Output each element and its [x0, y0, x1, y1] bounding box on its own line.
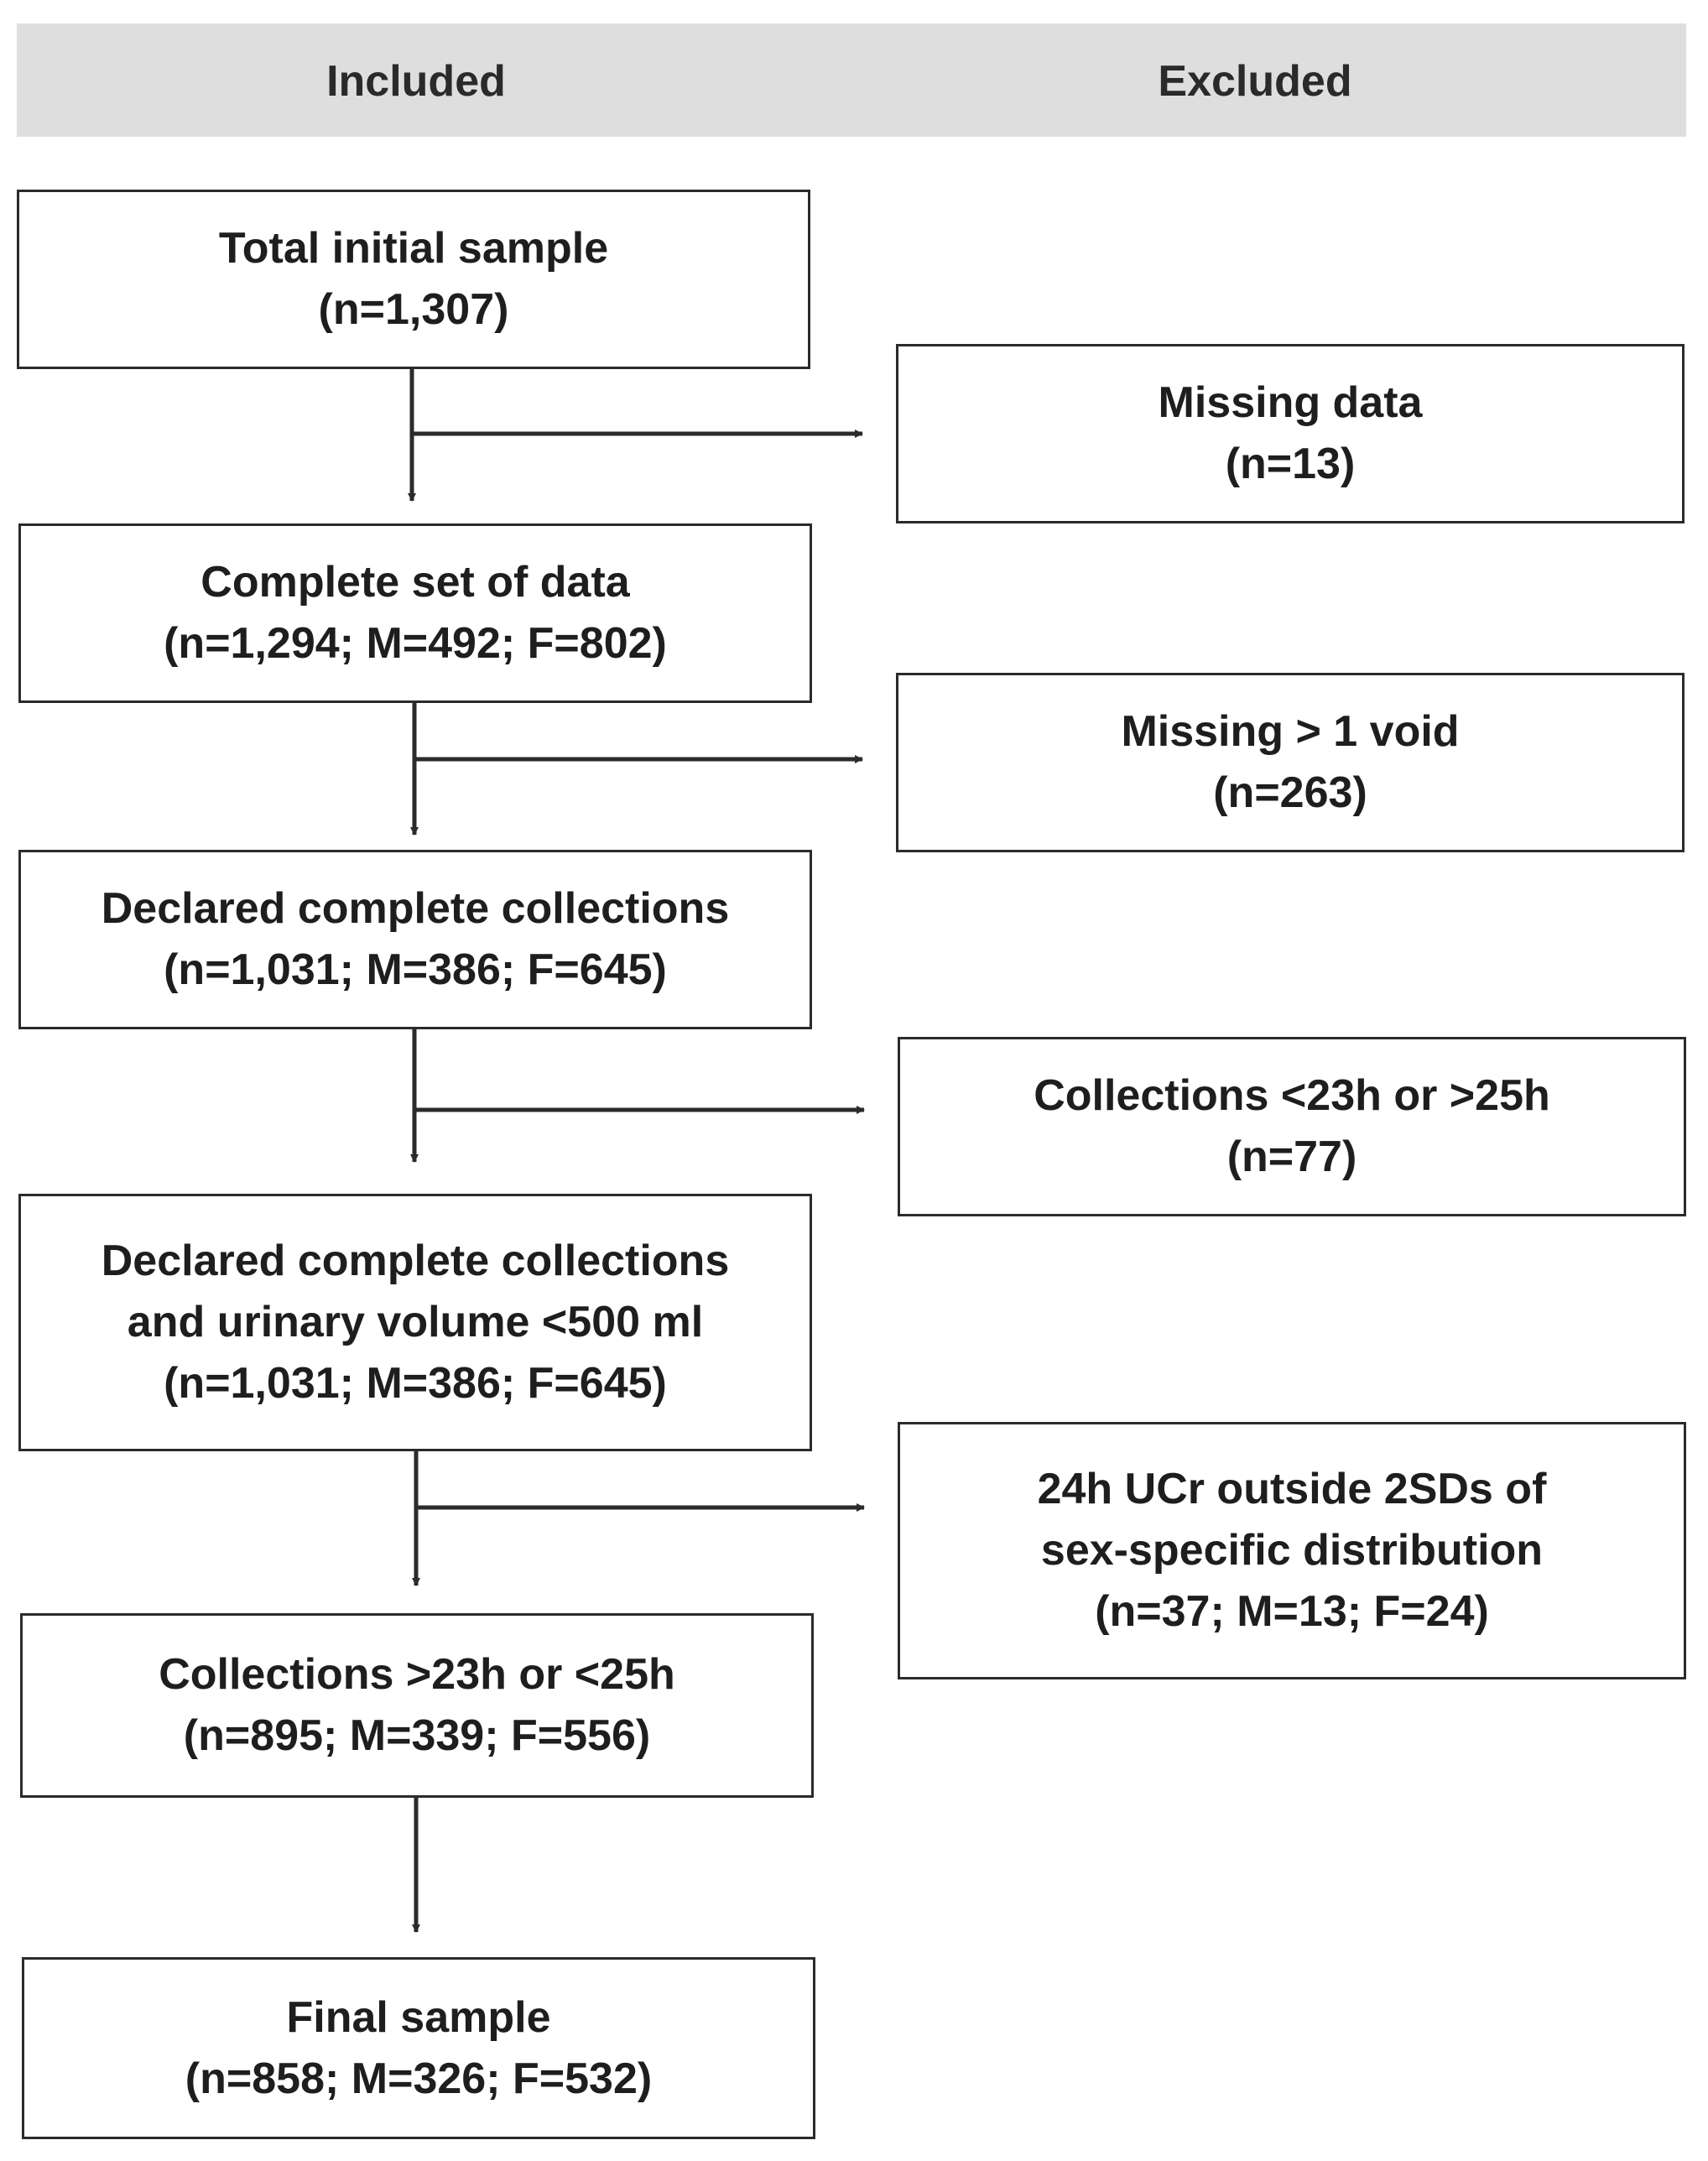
box-line: (n=1,031; M=386; F=645) [164, 945, 667, 994]
box-line: (n=895; M=339; F=556) [183, 1711, 651, 1760]
box-excluded-missing-void: Missing > 1 void (n=263) [896, 673, 1685, 852]
box-collections-23-25h: Collections >23h or <25h (n=895; M=339; … [20, 1613, 814, 1798]
box-line: Final sample [286, 1992, 551, 2042]
box-line: Collections <23h or >25h [1034, 1071, 1550, 1120]
box-excluded-collections-duration: Collections <23h or >25h (n=77) [898, 1037, 1686, 1216]
box-line: (n=1,294; M=492; F=802) [164, 619, 667, 668]
box-line: Total initial sample [218, 224, 609, 273]
excluded-column-header: Excluded [1158, 57, 1352, 106]
box-excluded-ucr-outside-2sd: 24h UCr outside 2SDs of sex-specific dis… [898, 1422, 1686, 1679]
box-declared-complete-collections: Declared complete collections (n=1,031; … [18, 850, 812, 1029]
box-line: sex-specific distribution [1040, 1526, 1544, 1575]
box-line: and urinary volume <500 ml [127, 1298, 704, 1346]
included-column-header: Included [326, 57, 506, 106]
box-line: Collections >23h or <25h [159, 1650, 675, 1699]
box-line: (n=13) [1225, 440, 1356, 488]
box-line: (n=858; M=326; F=532) [185, 2054, 653, 2103]
column-header-band [17, 23, 1686, 137]
box-line: (n=77) [1226, 1133, 1357, 1181]
box-line: (n=1,031; M=386; F=645) [164, 1359, 667, 1408]
box-line: Declared complete collections [101, 1237, 730, 1285]
box-line: (n=1,307) [318, 285, 509, 334]
box-line: 24h UCr outside 2SDs of [1037, 1465, 1547, 1513]
box-line: (n=37; M=13; F=24) [1095, 1587, 1489, 1636]
box-line: Declared complete collections [101, 884, 730, 933]
box-declared-complete-and-volume: Declared complete collections and urinar… [18, 1194, 812, 1451]
box-line: Missing > 1 void [1121, 707, 1460, 756]
box-final-sample: Final sample (n=858; M=326; F=532) [22, 1957, 815, 2139]
box-line: Complete set of data [200, 558, 630, 607]
box-complete-set-of-data: Complete set of data (n=1,294; M=492; F=… [18, 523, 812, 703]
box-total-initial-sample: Total initial sample (n=1,307) [17, 190, 810, 369]
box-excluded-missing-data: Missing data (n=13) [896, 344, 1685, 523]
box-line: (n=263) [1213, 768, 1367, 817]
box-line: Missing data [1158, 378, 1423, 427]
